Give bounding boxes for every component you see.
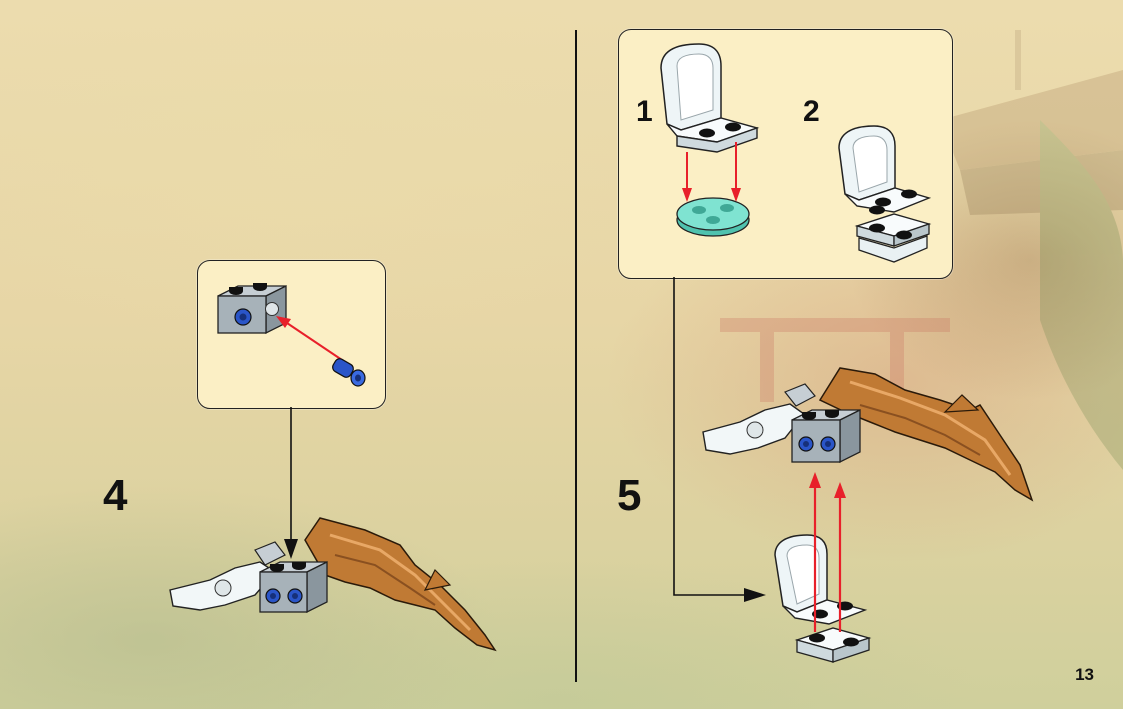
red-arrow-icon	[682, 142, 741, 202]
step-5-model	[702, 367, 1034, 502]
sub-step-2-number: 2	[803, 95, 820, 128]
black-arrow-icon	[673, 277, 766, 602]
white-plate-icon	[854, 205, 932, 263]
step-4-number: 4	[103, 471, 128, 520]
white-plate-icon	[794, 627, 872, 663]
step-4-model	[169, 517, 497, 652]
page-number: 13	[1075, 665, 1094, 684]
step-5-callout-parts	[660, 43, 932, 263]
white-seat-icon	[660, 43, 760, 153]
red-arrow-icon	[276, 316, 349, 365]
red-arrow-icon	[809, 472, 846, 632]
copper-wing-icon	[818, 367, 1034, 502]
white-seat-icon	[774, 534, 868, 625]
light-gray-technic-brick-icon	[259, 560, 328, 614]
sub-step-1-number: 1	[636, 95, 653, 128]
step-5-seat-assembly	[774, 472, 872, 663]
light-gray-technic-brick-icon	[217, 283, 287, 335]
step-5-arrow	[673, 277, 766, 602]
black-arrow-icon	[284, 407, 298, 559]
teal-round-plate-icon	[676, 197, 750, 237]
step-4-callout	[197, 260, 386, 409]
column-divider	[575, 30, 577, 682]
light-gray-technic-brick-icon	[791, 408, 861, 464]
white-claw-icon	[169, 541, 286, 611]
step-4-callout-parts	[217, 283, 366, 387]
white-seat-icon	[838, 125, 932, 213]
blue-pin-icon	[332, 358, 366, 387]
step-4-arrow	[284, 407, 298, 559]
step-5-callout: 1 2	[618, 29, 953, 279]
step-5-number: 5	[617, 471, 642, 520]
copper-wing-icon	[304, 517, 497, 652]
